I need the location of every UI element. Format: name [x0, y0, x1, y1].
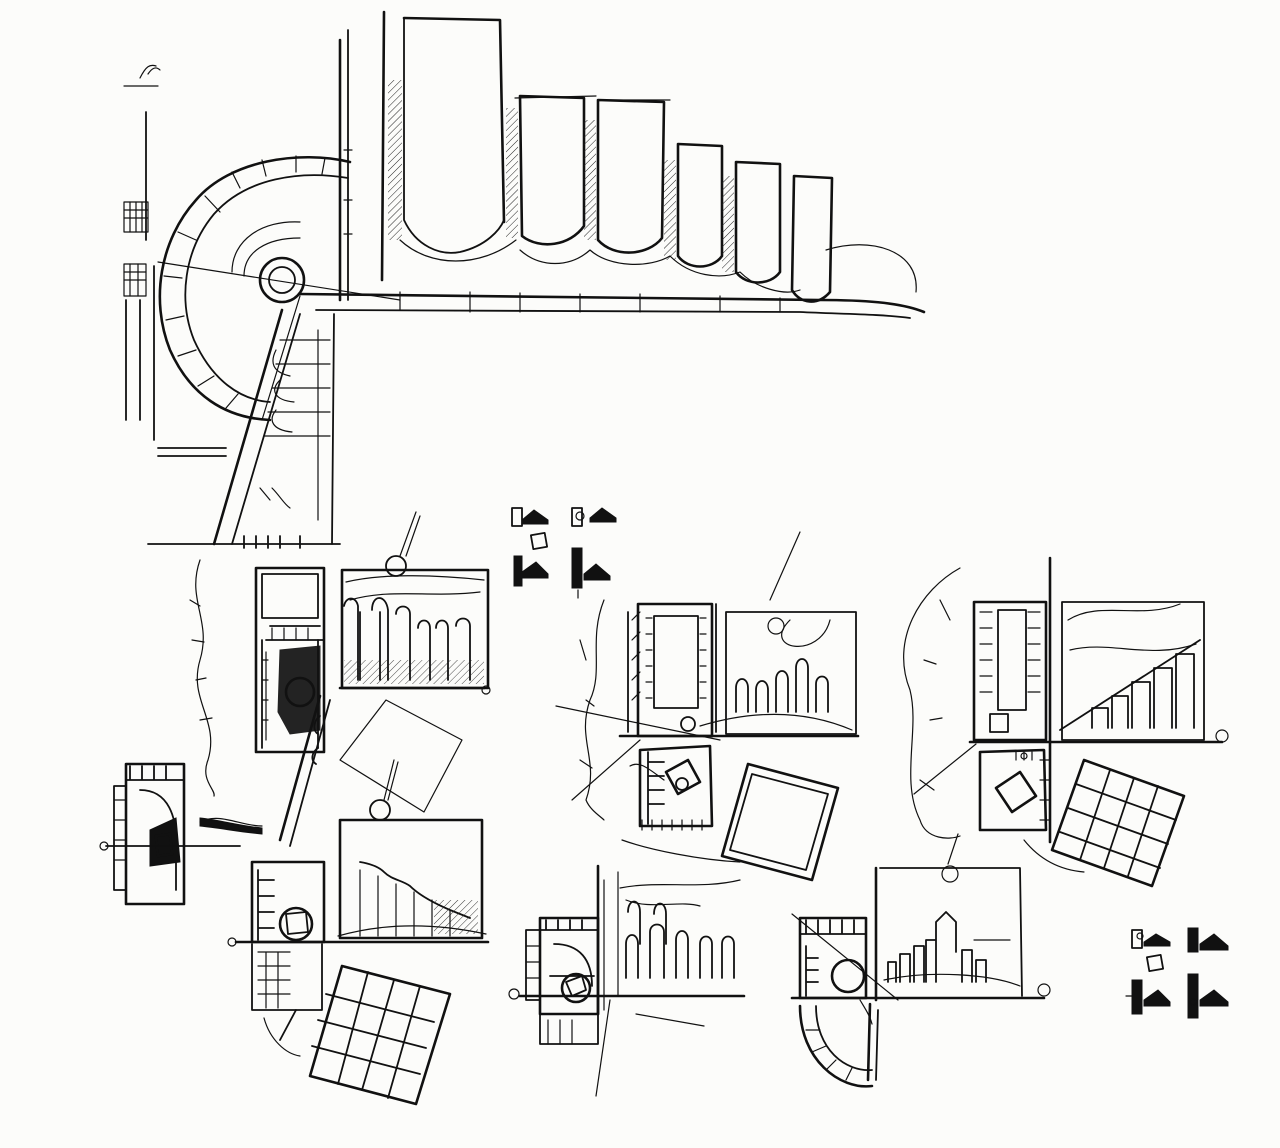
grid-plaza-left: [308, 964, 452, 1106]
ramp-stair: [147, 308, 341, 549]
legend-bottom-right: [1125, 927, 1229, 1019]
legend-br-icon-4: [1187, 973, 1229, 1019]
bottom-center-left: [508, 864, 746, 1097]
legend-br-icon-1: [1131, 929, 1171, 973]
rotated-square-center: [629, 744, 714, 831]
stepped-rooms: [506, 94, 834, 303]
spiral-stair: [157, 155, 401, 422]
legend-top: [511, 507, 617, 599]
tower-block: [380, 10, 517, 282]
grid-plaza-right: [1050, 758, 1186, 888]
legend-icon-1: [511, 507, 549, 527]
balcony-left: [123, 201, 149, 297]
legend-icon-2: [571, 507, 617, 527]
corridor: [298, 244, 926, 319]
left-cluster: [99, 511, 491, 1106]
right-cluster: [903, 556, 1229, 888]
center-cluster: [555, 531, 860, 882]
legend-icon-3: [513, 531, 549, 587]
legend-icon-4: [571, 547, 611, 599]
main-plan: [123, 10, 926, 549]
bottom-center-right: [790, 833, 1051, 1088]
legend-br-icon-2: [1187, 927, 1229, 953]
legend-br-icon-3: [1125, 979, 1171, 1015]
